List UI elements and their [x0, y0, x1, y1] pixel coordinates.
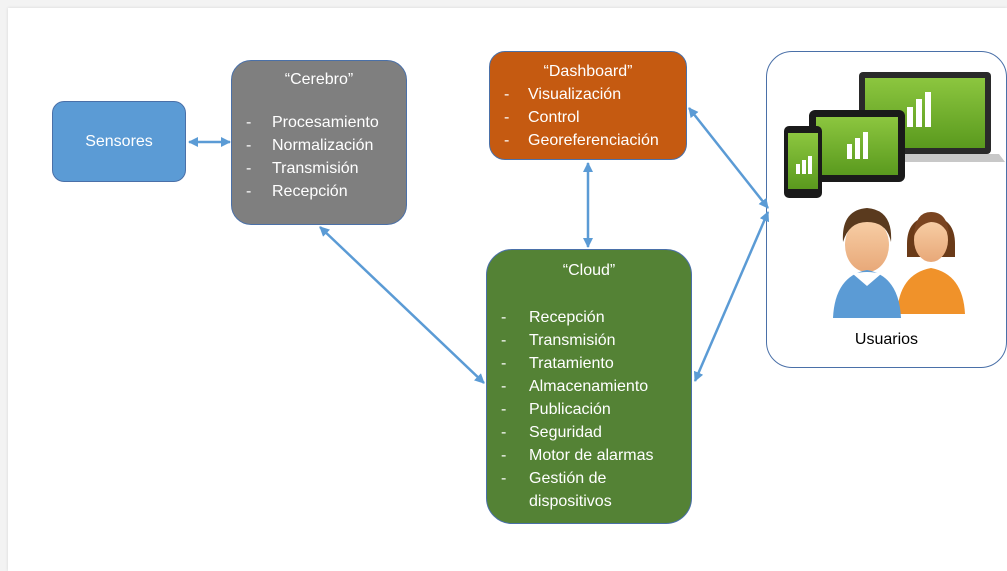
list-item: dispositivos — [529, 493, 612, 510]
node-cloud: “Cloud” -Recepción -Transmisión -Tratami… — [486, 249, 692, 524]
node-sensores: Sensores — [52, 101, 186, 182]
list-item: -Procesamiento — [246, 114, 379, 131]
tablet-icon — [809, 110, 905, 182]
list-item: -Transmisión — [501, 332, 616, 349]
arrow-dashboard-usuarios — [688, 107, 769, 209]
list-item: -Recepción — [246, 183, 348, 200]
node-cerebro-title: “Cerebro” — [284, 71, 354, 88]
node-cerebro-list: -Procesamiento -Normalización -Transmisi… — [232, 111, 406, 203]
node-dashboard-title: “Dashboard” — [543, 63, 633, 80]
node-dashboard-list: -Visualización -Control -Georeferenciaci… — [490, 83, 686, 152]
list-item: -Visualización — [504, 86, 622, 103]
node-cloud-title: “Cloud” — [562, 262, 616, 279]
arrow-cerebro-cloud — [319, 226, 485, 384]
node-usuarios-label: Usuarios — [854, 331, 919, 348]
list-item: -Normalización — [246, 137, 374, 154]
arrow-cloud-usuarios — [693, 211, 770, 382]
phone-icon — [784, 126, 822, 198]
list-item: -Motor de alarmas — [501, 447, 654, 464]
list-item: -Gestión de — [501, 470, 607, 487]
devices-and-users-illustration — [784, 72, 1005, 318]
node-sensores-label: Sensores — [85, 132, 153, 150]
user-woman-icon — [897, 212, 965, 314]
node-cerebro: “Cerebro” -Procesamiento -Normalización … — [231, 60, 407, 225]
node-cloud-list: -Recepción -Transmisión -Tratamiento -Al… — [487, 306, 691, 513]
user-man-icon — [833, 208, 901, 318]
list-item: -Recepción — [501, 309, 605, 326]
list-item: -Almacenamiento — [501, 378, 649, 395]
list-item: -Seguridad — [501, 424, 602, 441]
node-dashboard: “Dashboard” -Visualización -Control -Geo… — [489, 51, 687, 160]
list-item: -Tratamiento — [501, 355, 614, 372]
list-item: -Georeferenciación — [504, 132, 659, 149]
list-item: -Publicación — [501, 401, 611, 418]
list-item: -Transmisión — [246, 160, 359, 177]
list-item: -Control — [504, 109, 580, 126]
node-usuarios: Usuarios — [766, 51, 1007, 368]
